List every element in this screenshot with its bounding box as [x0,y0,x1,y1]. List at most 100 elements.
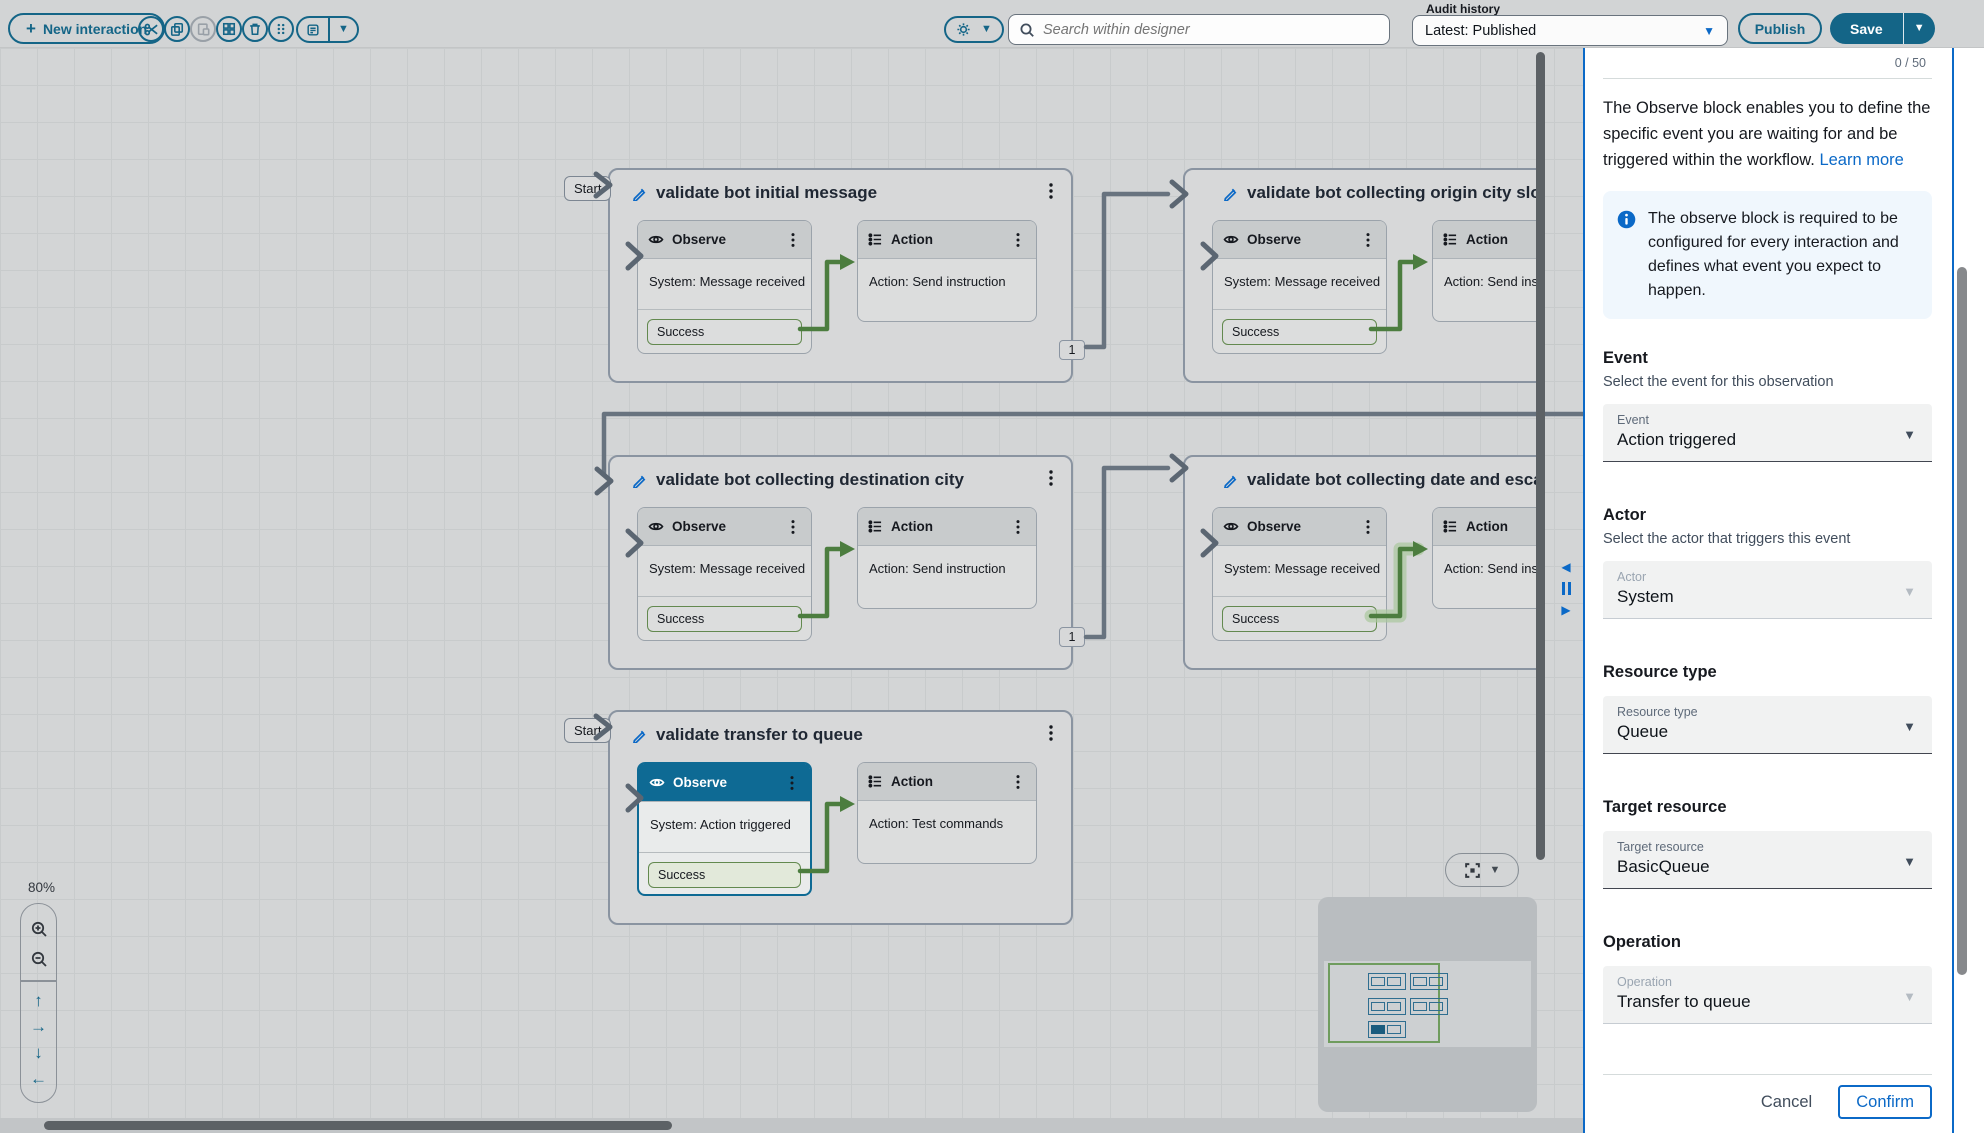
action-sub-block[interactable]: Action Action: Send instruction [857,507,1037,609]
zoom-out-button[interactable] [21,944,56,974]
start-tag: Start [564,718,612,743]
edit-pencil-icon[interactable] [1223,473,1238,488]
success-branch-chip[interactable]: Success [647,318,802,345]
workflow-canvas[interactable]: Start validate bot initial message Obser… [0,48,1583,1133]
minimap[interactable] [1318,897,1537,1112]
action-list-icon [868,520,882,533]
new-interaction-label: New interaction [42,20,148,37]
action-menu-kebab[interactable] [1010,519,1026,535]
operation-heading: Operation [1603,933,1681,951]
save-label: Save [1850,20,1883,37]
action-sub-block[interactable]: Action Action: Send instruction [857,220,1037,322]
panel-divider [1603,78,1932,79]
list-view-split-button[interactable]: ▼ [296,16,359,43]
form-list-icon [307,23,319,36]
block-menu-kebab[interactable] [1043,469,1059,487]
edit-pencil-icon[interactable] [632,186,647,201]
pan-right-button[interactable]: → [30,1016,47,1036]
action-sub-block[interactable]: Action Action: Send instruction [1432,220,1540,322]
minimap-content-band [1324,961,1531,1047]
canvas-horizontal-scrollbar-track[interactable] [0,1118,1583,1133]
action-sub-block[interactable]: Action Action: Test commands [857,762,1037,864]
settings-caret[interactable]: ▼ [981,23,992,35]
actor-select[interactable]: Actor System ▼ [1603,561,1932,619]
name-char-counter: 0 / 50 [1894,56,1926,70]
copy-button[interactable] [164,16,190,42]
observe-sub-block[interactable]: Observe System: Message received Success [1212,220,1387,354]
canvas-horizontal-scrollbar-thumb[interactable] [44,1121,672,1130]
panel-collapse-controls: ◀ ▶ [1555,560,1577,617]
new-interaction-button[interactable]: + New interaction [8,13,166,44]
canvas-vertical-scrollbar[interactable] [1536,52,1545,860]
save-button[interactable]: Save [1830,13,1903,44]
interaction-block-destination-city[interactable]: validate bot collecting destination city… [608,455,1085,670]
interaction-block-origin-city[interactable]: validate bot collecting origin city slot… [1183,168,1540,383]
observe-sub-block[interactable]: Observe System: Message received Success [637,507,812,641]
success-branch-chip[interactable]: Success [647,605,802,632]
designer-settings-button[interactable]: ▼ [944,16,1004,43]
delete-button[interactable] [242,16,268,42]
fit-to-screen-button[interactable]: ▼ [1445,853,1519,887]
observe-sub-block[interactable]: Observe System: Message received Success [637,220,812,354]
publish-button[interactable]: Publish [1738,13,1822,44]
search-icon [1020,23,1034,37]
drag-handle-button[interactable] [268,16,294,42]
panel-resize-handle[interactable] [1561,582,1571,595]
group-button[interactable] [216,16,242,42]
paste-button[interactable] [190,16,216,42]
save-caret-button[interactable]: ▼ [1902,13,1935,44]
chevron-down-icon: ▼ [1903,584,1916,599]
action-body-text: Action: Test commands [869,816,1004,831]
action-sub-block[interactable]: Action Action: Send instruction [1432,507,1540,609]
edit-pencil-icon[interactable] [632,728,647,743]
plus-icon: + [26,18,36,38]
zoom-in-button[interactable] [21,914,56,944]
minimap-viewport[interactable] [1328,963,1440,1043]
pan-left-button[interactable]: ← [30,1068,47,1088]
observe-menu-kebab[interactable] [785,519,801,535]
observe-menu-kebab[interactable] [1360,519,1376,535]
interaction-block-date-escalate[interactable]: validate bot collecting date and escalat… [1183,455,1540,670]
success-branch-chip[interactable]: Success [1222,318,1377,345]
operation-select[interactable]: Operation Transfer to queue ▼ [1603,966,1932,1024]
cut-button[interactable] [138,16,164,42]
panel-scrollbar[interactable] [1957,267,1967,975]
observe-menu-kebab[interactable] [785,232,801,248]
pan-down-button[interactable]: ↓ [34,1042,43,1062]
confirm-button[interactable]: Confirm [1838,1085,1932,1119]
search-input[interactable] [1043,21,1379,38]
success-branch-chip[interactable]: Success [648,861,801,888]
eye-icon [648,235,664,244]
target-resource-select[interactable]: Target resource BasicQueue ▼ [1603,831,1932,889]
audit-history-label: Audit history [1426,2,1500,16]
connection-count-badge: 1 [1059,340,1085,360]
block-menu-kebab[interactable] [1043,182,1059,200]
action-menu-kebab[interactable] [1010,774,1026,790]
fit-options-caret[interactable]: ▼ [1489,863,1501,876]
collapse-right-button[interactable]: ▶ [1561,603,1571,617]
edit-pencil-icon[interactable] [1223,186,1238,201]
success-branch-chip[interactable]: Success [1222,605,1377,632]
designer-search[interactable] [1008,14,1390,45]
observe-menu-kebab[interactable] [784,775,800,791]
interaction-block-transfer-queue[interactable]: Start validate transfer to queue Observe… [564,710,1073,925]
block-title: validate bot collecting origin city slot [1247,183,1540,202]
edit-pencil-icon[interactable] [632,473,647,488]
event-select[interactable]: Event Action triggered ▼ [1603,404,1932,462]
resource-type-select[interactable]: Resource type Queue ▼ [1603,696,1932,754]
action-header-label: Action [891,519,933,534]
block-menu-kebab[interactable] [1043,724,1059,742]
observe-sub-block[interactable]: Observe System: Message received Success [1212,507,1387,641]
collapse-left-button[interactable]: ◀ [1561,560,1571,574]
action-body-text: Action: Send instruction [1444,561,1540,576]
chevron-down-icon: ▼ [1903,989,1916,1004]
pan-up-button[interactable]: ↑ [34,990,43,1010]
audit-history-select[interactable]: Latest: Published ▼ [1412,15,1728,46]
action-menu-kebab[interactable] [1010,232,1026,248]
cancel-button[interactable]: Cancel [1760,1092,1813,1111]
list-view-caret[interactable]: ▼ [328,18,357,41]
observe-sub-block-selected[interactable]: Observe System: Action triggered Success [637,762,812,896]
interaction-block-initial-message[interactable]: Start validate bot initial message Obser… [564,168,1085,383]
learn-more-link[interactable]: Learn more [1819,151,1904,169]
observe-menu-kebab[interactable] [1360,232,1376,248]
